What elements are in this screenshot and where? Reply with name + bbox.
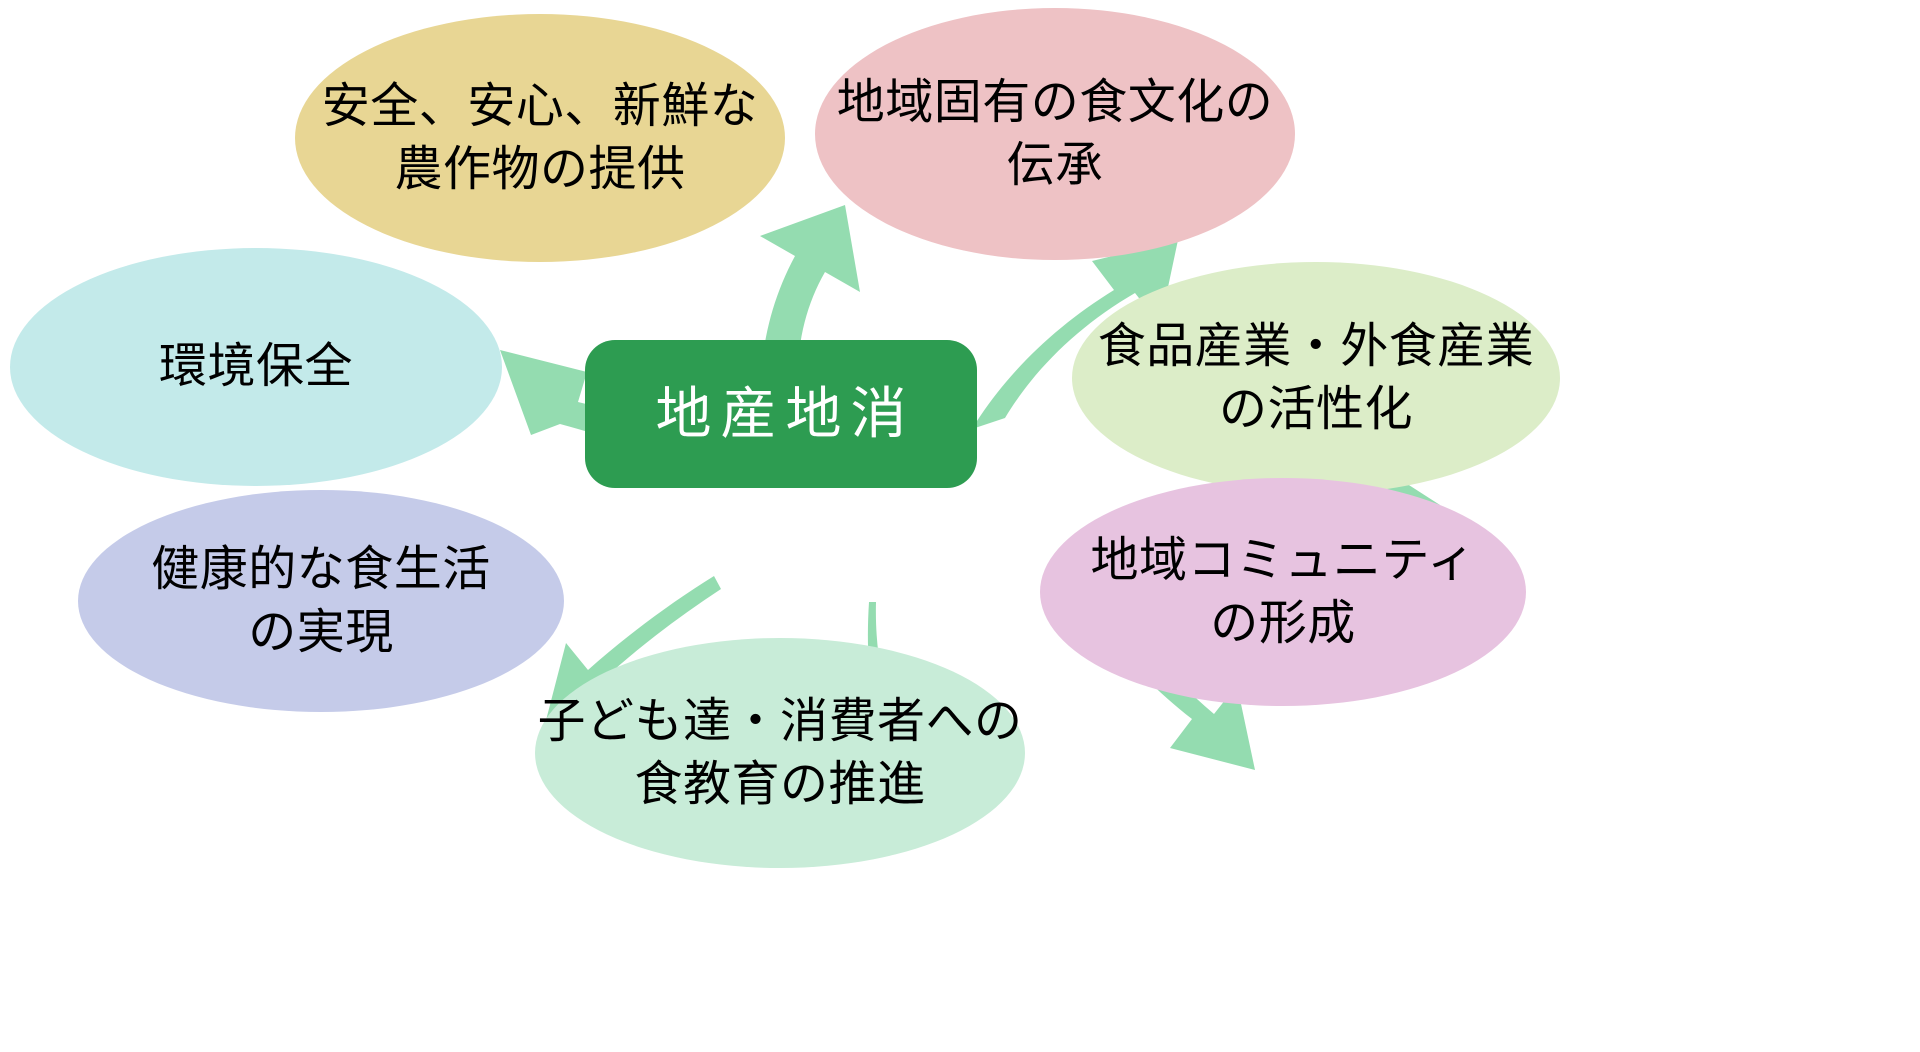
node-local-food-culture-label: 地域固有の食文化の 伝承 [836, 75, 1274, 192]
node-community-formation-label: 地域コミュニティ の形成 [1090, 533, 1476, 650]
node-food-industry-label: 食品産業・外食産業 の活性化 [1097, 319, 1535, 436]
node-food-education-label: 子ども達・消費者への 食教育の推進 [537, 694, 1023, 811]
node-environment-label: 環境保全 [158, 340, 353, 394]
node-safe-fresh-produce-label: 安全、安心、新鮮な 農作物の提供 [321, 79, 759, 196]
center-node-label: 地産地消 [655, 382, 916, 446]
node-local-food-culture[interactable]: 地域固有の食文化の 伝承 [815, 8, 1295, 260]
node-safe-fresh-produce[interactable]: 安全、安心、新鮮な 農作物の提供 [295, 14, 785, 262]
arrow-to-local-food-culture [972, 240, 1178, 429]
node-food-industry[interactable]: 食品産業・外食産業 の活性化 [1072, 262, 1560, 494]
node-healthy-diet-label: 健康的な食生活 の実現 [151, 542, 491, 659]
center-node-local-production-local-consumption[interactable]: 地産地消 [585, 340, 977, 488]
node-food-education[interactable]: 子ども達・消費者への 食教育の推進 [535, 638, 1025, 868]
node-healthy-diet[interactable]: 健康的な食生活 の実現 [78, 490, 564, 712]
node-environment[interactable]: 環境保全 [10, 248, 502, 486]
node-community-formation[interactable]: 地域コミュニティ の形成 [1040, 478, 1526, 706]
